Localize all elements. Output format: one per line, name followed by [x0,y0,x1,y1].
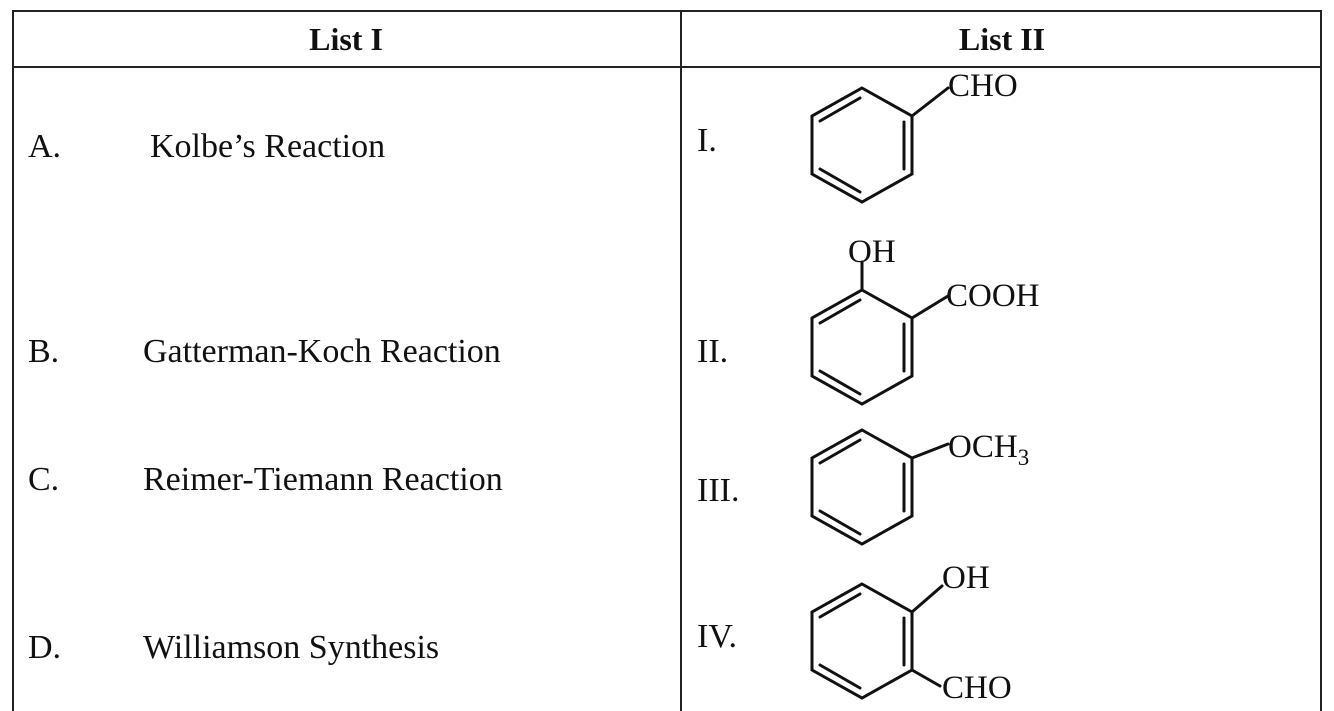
list2-roman-ii: II. [697,333,729,370]
list2-roman-iv: IV. [697,618,737,655]
list1-letter-b: B. [28,333,60,370]
list1-name-d: Williamson Synthesis [143,629,440,666]
column-divider [680,10,682,711]
label-ii-cooh: COOH [946,278,1040,314]
table-frame [12,10,1322,711]
list1-name-c: Reimer-Tiemann Reaction [143,461,503,498]
anisole-structure [810,428,950,546]
label-iv-oh: OH [942,560,990,596]
label-ii-oh: OH [848,234,896,270]
list1-letter-d: D. [28,629,62,666]
list2-roman-i: I. [697,122,717,159]
list1-letter-a: A. [28,128,62,165]
list2-roman-iii: III. [697,472,740,509]
chemical-structures: CHO OH COOH OCH3 OH CHO [810,68,1040,706]
list-1-header: List I [309,21,383,57]
label-i-cho: CHO [948,68,1018,104]
list-2-header: List II [958,21,1046,57]
label-iv-cho: CHO [942,670,1012,706]
salicylaldehyde-structure [810,582,944,700]
list1-letter-c: C. [28,461,60,498]
benzaldehyde-structure [810,86,950,204]
list1-name-a: Kolbe’s Reaction [150,128,386,165]
label-iii-och: OCH3 [948,429,1029,470]
header-divider [12,66,1322,68]
salicylic-acid-structure [810,260,950,406]
list1-name-b: Gatterman-Koch Reaction [143,333,501,370]
